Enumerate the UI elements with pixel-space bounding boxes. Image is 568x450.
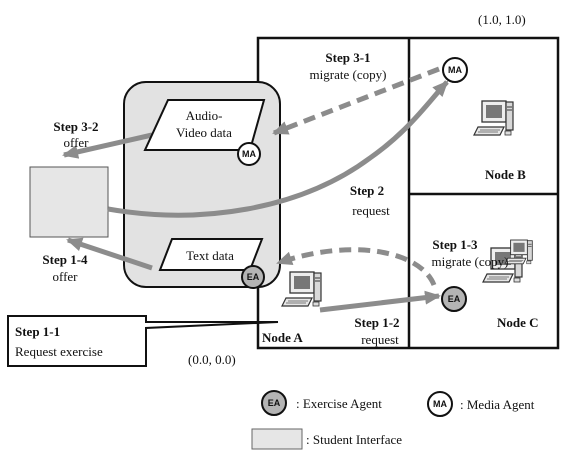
arrow-step-1-3 bbox=[276, 247, 437, 287]
step-3-1-desc: migrate (copy) bbox=[310, 67, 387, 82]
svg-text:EA: EA bbox=[268, 398, 281, 408]
media-agent-on-panel: MA bbox=[237, 142, 261, 166]
legend: EA : Exercise Agent MA : Media Agent : S… bbox=[251, 390, 535, 450]
step-1-2-title: Step 1-2 bbox=[354, 315, 399, 330]
step-1-3-title: Step 1-3 bbox=[432, 237, 478, 252]
step-3-2-desc: offer bbox=[63, 135, 89, 150]
computer-node-a-icon bbox=[281, 271, 322, 307]
step-1-2-desc: request bbox=[361, 332, 399, 347]
legend-student-interface-label: : Student Interface bbox=[306, 432, 402, 447]
media-agent-at-node-b: MA bbox=[442, 57, 468, 83]
step-1-4-desc: offer bbox=[52, 269, 78, 284]
svg-text:Audio-: Audio- bbox=[186, 108, 223, 123]
svg-text:Text data: Text data bbox=[186, 248, 234, 263]
svg-text:MA: MA bbox=[448, 65, 462, 75]
arrow-step-3-1 bbox=[272, 66, 440, 136]
exercise-agent-on-panel: EA bbox=[241, 265, 265, 289]
legend-student-interface-swatch bbox=[251, 428, 303, 450]
legend-media-agent-label: : Media Agent bbox=[460, 397, 535, 412]
step-2-title: Step 2 bbox=[350, 183, 384, 198]
arrow-step-3-2 bbox=[62, 132, 153, 159]
step-1-1-desc: Request exercise bbox=[15, 344, 103, 359]
arrow-step-1-2 bbox=[319, 290, 441, 313]
step-1-1-title: Step 1-1 bbox=[15, 324, 60, 339]
node-a-label: Node A bbox=[262, 330, 303, 345]
step-1-3-desc: migrate (copy) bbox=[432, 254, 509, 269]
step-1-1-callout: Step 1-1 Request exercise bbox=[7, 315, 279, 367]
step-1-4-title: Step 1-4 bbox=[42, 252, 88, 267]
text-data-document: Text data bbox=[158, 238, 264, 271]
svg-text:EA: EA bbox=[247, 272, 260, 282]
step-3-2-title: Step 3-2 bbox=[53, 119, 98, 134]
student-interface-window bbox=[29, 166, 109, 238]
svg-text:Video data: Video data bbox=[176, 125, 232, 140]
step-3-1-title: Step 3-1 bbox=[325, 50, 370, 65]
step-2-desc: request bbox=[352, 203, 390, 218]
svg-text:EA: EA bbox=[448, 294, 461, 304]
arrow-step-2 bbox=[107, 80, 449, 218]
legend-exercise-agent-symbol bbox=[261, 390, 287, 416]
corner-bottom-left-label: (0.0, 0.0) bbox=[188, 352, 236, 367]
legend-media-agent-symbol bbox=[427, 391, 453, 417]
node-b-label: Node B bbox=[485, 167, 526, 182]
exercise-agent-at-node-c: EA bbox=[441, 286, 467, 312]
computer-node-b-icon bbox=[473, 100, 514, 136]
svg-text:MA: MA bbox=[242, 149, 256, 159]
svg-text:MA: MA bbox=[433, 399, 447, 409]
corner-top-right-label: (1.0, 1.0) bbox=[478, 12, 526, 27]
node-c-label: Node C bbox=[497, 315, 539, 330]
arrow-step-1-4 bbox=[66, 237, 153, 271]
legend-exercise-agent-label: : Exercise Agent bbox=[296, 396, 382, 411]
